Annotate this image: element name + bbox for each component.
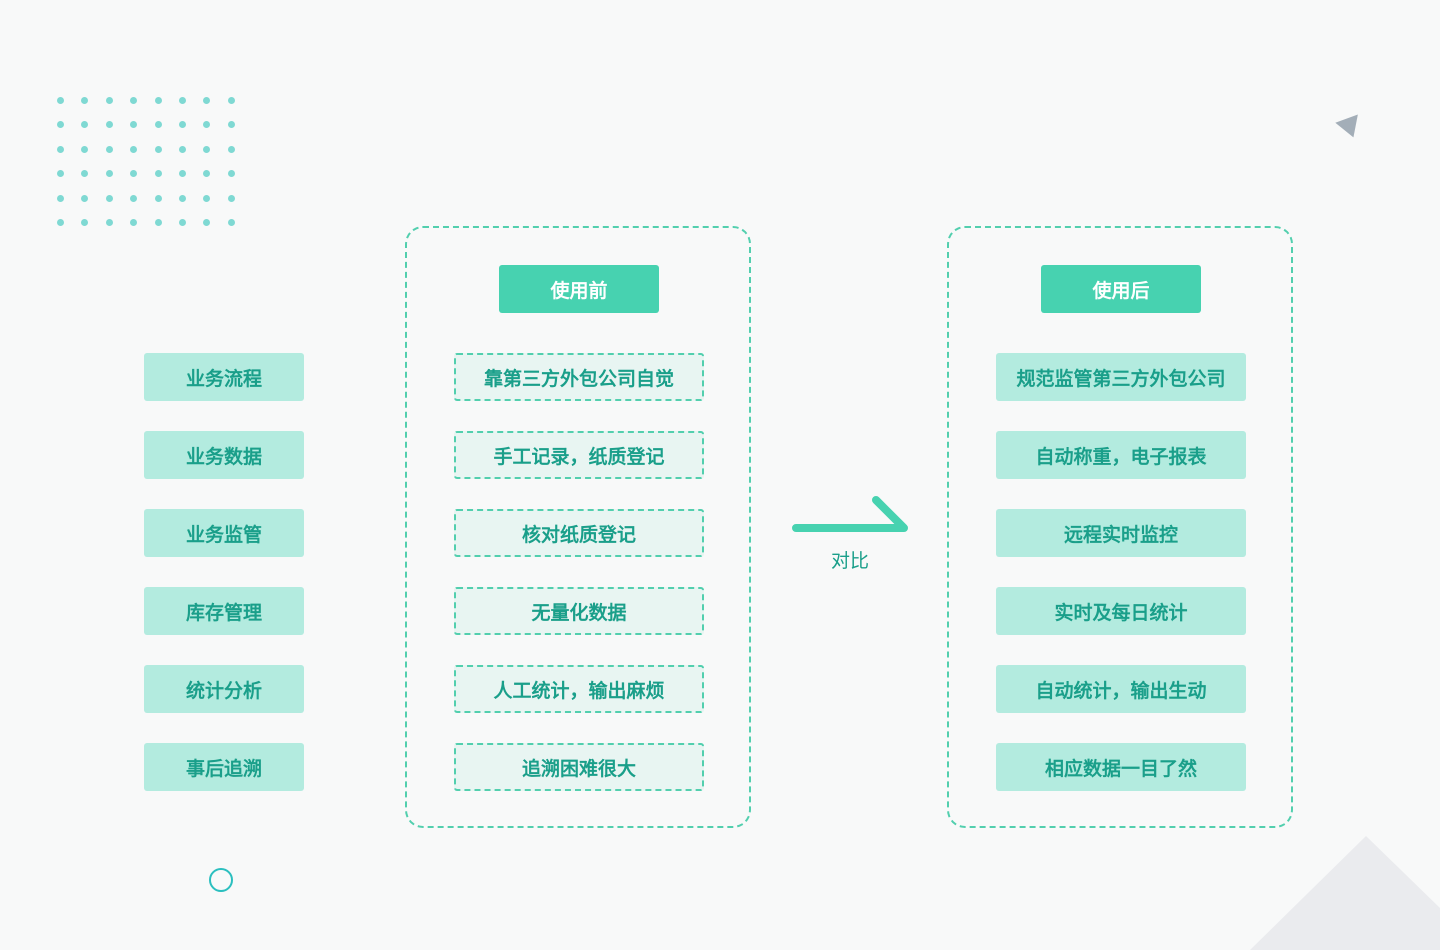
grid-dot <box>179 121 186 129</box>
grid-dot <box>105 121 113 129</box>
after-item: 自动称重，电子报表 <box>996 431 1246 479</box>
grid-dot <box>179 194 186 202</box>
category-business-supervision: 业务监管 <box>144 509 304 557</box>
grid-dot <box>105 145 113 153</box>
after-item: 自动统计，输出生动 <box>996 665 1246 713</box>
category-inventory-management: 库存管理 <box>144 587 304 635</box>
grid-dot <box>227 121 235 129</box>
grid-dot <box>105 97 113 104</box>
category-statistical-analysis: 统计分析 <box>144 665 304 713</box>
arrow-right-icon <box>792 496 908 532</box>
grid-dot <box>227 97 235 104</box>
grid-dot <box>81 145 89 153</box>
grid-dot <box>227 219 235 226</box>
grid-dot <box>203 170 211 178</box>
grid-dot <box>105 170 113 178</box>
grid-dot <box>227 170 235 178</box>
grid-dot <box>154 121 162 129</box>
grid-dot <box>57 121 64 129</box>
before-item: 手工记录，纸质登记 <box>454 431 704 479</box>
after-item: 规范监管第三方外包公司 <box>996 353 1246 401</box>
grid-dot <box>227 145 235 153</box>
after-item: 实时及每日统计 <box>996 587 1246 635</box>
grid-dot <box>81 121 89 129</box>
grid-dot <box>179 219 186 226</box>
grid-dot <box>203 121 211 129</box>
triangle-icon <box>1335 114 1365 142</box>
grid-dot <box>130 170 138 178</box>
grid-dot <box>105 219 113 226</box>
category-traceability: 事后追溯 <box>144 743 304 791</box>
grid-dot <box>81 194 89 202</box>
after-title: 使用后 <box>1041 265 1201 313</box>
grid-dot <box>179 170 186 178</box>
before-panel <box>405 226 751 828</box>
category-business-process: 业务流程 <box>144 353 304 401</box>
after-item: 远程实时监控 <box>996 509 1246 557</box>
grid-dot <box>203 219 211 226</box>
grid-dot <box>130 145 138 153</box>
compare-label: 对比 <box>830 550 869 572</box>
grid-dot <box>81 170 89 178</box>
after-panel <box>947 226 1293 828</box>
grid-dot <box>57 97 64 104</box>
corner-triangle-decoration <box>1250 836 1440 950</box>
grid-dot <box>81 219 89 226</box>
grid-dot <box>154 170 162 178</box>
grid-dot <box>130 219 138 226</box>
grid-dot <box>81 97 89 104</box>
grid-dot <box>154 194 162 202</box>
grid-dot <box>154 145 162 153</box>
grid-dot <box>154 97 162 104</box>
before-item: 核对纸质登记 <box>454 509 704 557</box>
grid-dot <box>203 194 211 202</box>
circle-icon <box>209 868 233 892</box>
grid-dot <box>57 219 64 226</box>
grid-dot <box>227 194 235 202</box>
before-title: 使用前 <box>499 265 659 313</box>
grid-dot <box>179 97 186 104</box>
grid-dot <box>57 194 64 202</box>
before-item: 靠第三方外包公司自觉 <box>454 353 704 401</box>
grid-dot <box>130 97 138 104</box>
before-item: 无量化数据 <box>454 587 704 635</box>
before-item: 人工统计，输出麻烦 <box>454 665 704 713</box>
grid-dot <box>105 194 113 202</box>
grid-dot <box>57 145 64 153</box>
grid-dot <box>130 194 138 202</box>
grid-dot <box>203 97 211 104</box>
before-item: 追溯困难很大 <box>454 743 704 791</box>
grid-dot <box>130 121 138 129</box>
grid-dot <box>57 170 64 178</box>
category-business-data: 业务数据 <box>144 431 304 479</box>
grid-dot <box>179 145 186 153</box>
dot-grid-decoration <box>57 97 237 227</box>
grid-dot <box>154 219 162 226</box>
after-item: 相应数据一目了然 <box>996 743 1246 791</box>
grid-dot <box>203 145 211 153</box>
